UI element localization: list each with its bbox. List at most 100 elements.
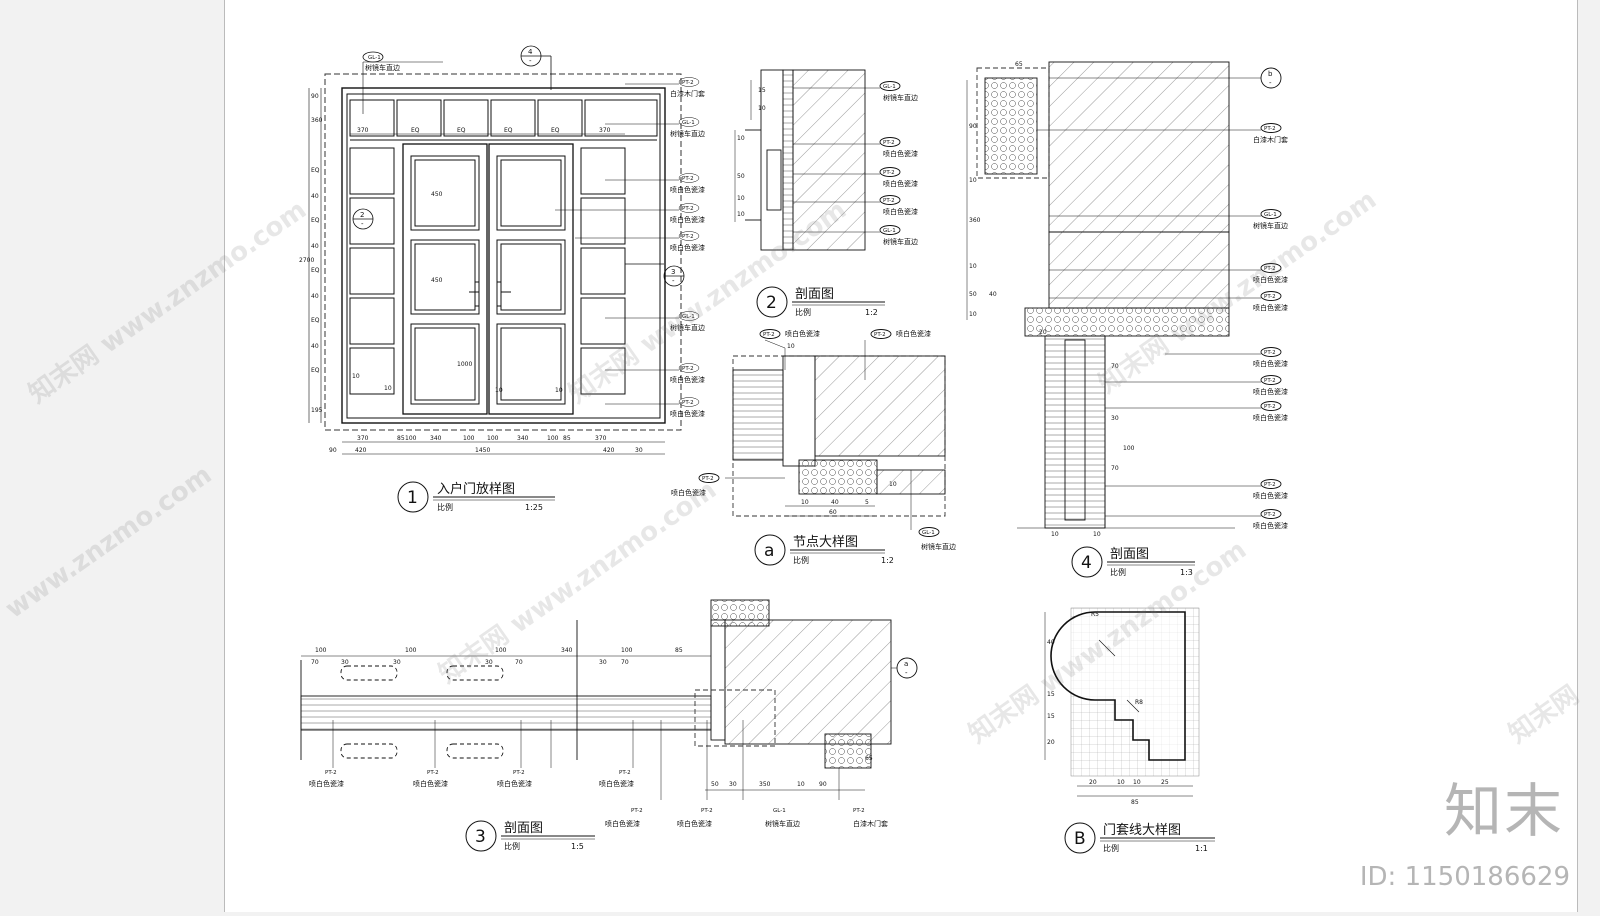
callout-dash: - [529,57,532,65]
door-elevation [308,73,682,455]
material-label: 树镜车直边 [765,819,800,828]
tag-gl1: GL-1 [1264,212,1277,218]
dim: 65 [865,755,873,762]
dim: 370 [599,127,611,134]
material-label: 喷白色瓷漆 [1253,303,1288,312]
dim: 100 [1123,445,1135,452]
casing-profile-text: 40 15 15 20 85 20 10 10 25 R5 R8 [1047,611,1169,806]
material-label: 喷白色瓷漆 [883,207,918,216]
dim: EQ [311,317,320,324]
drawing-title: 入户门放样图 [437,481,515,497]
dim: 10 [1117,779,1125,786]
callout-dash: - [1269,79,1272,87]
dim: 90 [329,447,337,454]
tag-pt2: PT-2 [883,170,895,176]
tag-pt2: PT-2 [1264,378,1276,384]
dim: R8 [1135,699,1143,706]
title-block-2: 2 剖面图 比例 1:2 [756,286,885,318]
title-block-4: 4 剖面图 比例 1:3 [1071,546,1195,578]
dim: 30 [393,659,401,666]
tag-pt2: PT-2 [1264,126,1276,132]
scale-value: 1:2 [865,308,878,317]
dim: 100 [487,435,499,442]
material-label: 喷白色瓷漆 [413,779,448,788]
scale-value: 1:1 [1195,844,1208,853]
tag-pt2: PT-2 [1264,404,1276,410]
material-label: 喷白色瓷漆 [670,243,705,252]
dim: 370 [357,127,369,134]
dim: 65 [1015,61,1023,68]
scale-label: 比例 [793,555,809,565]
dim: 10 [737,135,745,142]
dim: 70 [515,659,523,666]
dim: 40 [311,193,319,200]
dim: 20 [1047,739,1055,746]
cad-drawing: 370 EQ EQ EQ EQ 370 370 85 100 340 100 1… [299,45,1288,854]
dim: EQ [504,127,513,134]
tag-pt2: PT-2 [682,206,694,212]
tag-pt2: PT-2 [1264,482,1276,488]
tag-pt2: PT-2 [682,80,694,86]
dim: 360 [311,117,323,124]
material-label: 白漆木门套 [853,819,888,828]
callout-num: 4 [528,48,533,56]
dim: 10 [1093,531,1101,538]
title-block-3: 3 剖面图 比例 1:5 [465,820,595,852]
material-label: 树镜车直边 [365,63,400,72]
material-label: 喷白色瓷漆 [670,375,705,384]
dim: 25 [1161,779,1169,786]
dim: 20 [1089,779,1097,786]
drawing-sheet: 370 EQ EQ EQ EQ 370 370 85 100 340 100 1… [224,0,1578,912]
material-label: 树镜车直边 [921,542,956,551]
title-block-1: 1 入户门放样图 比例 1:25 [397,481,555,513]
door-callout-text: GL-1 树镜车直边 4 - 2 - 3 - [360,48,675,285]
dim: EQ [311,267,320,274]
door-leaders [555,77,700,407]
drawing-number: 4 [1081,553,1092,573]
drawing-number: 1 [407,488,418,508]
material-label: 喷白色瓷漆 [1253,359,1288,368]
material-label: 喷白色瓷漆 [883,179,918,188]
callout-dash: - [905,669,908,677]
dim: 450 [431,191,443,198]
dim: 40 [831,499,839,506]
dim: 10 [969,177,977,184]
dim: 70 [311,659,319,666]
tag-pt2: PT-2 [883,140,895,146]
dim: 40 [311,243,319,250]
callout-num: 2 [360,211,364,219]
dim: 450 [431,277,443,284]
tag-pt2: PT-2 [631,808,643,814]
dim: 50 [969,291,977,298]
dim: 40 [311,343,319,350]
section-3-text: a - 100 100 100 100 340 85 70 30 30 70 3… [309,647,908,828]
dim: 1450 [475,447,490,454]
dim: 70 [1111,465,1119,472]
dim: 1000 [457,361,472,368]
dim: 10 [969,311,977,318]
dim: R5 [1091,611,1099,618]
title-block-b: B 门套线大样图 比例 1:1 [1064,822,1215,854]
dim: 85 [675,647,683,654]
dim: 100 [405,435,417,442]
dim: 30 [485,659,493,666]
dim: 10 [495,387,503,394]
dim: 100 [547,435,559,442]
dim: 10 [787,343,795,350]
dim: 30 [635,447,643,454]
material-label: 喷白色瓷漆 [1253,275,1288,284]
dim: 350 [759,781,771,788]
dim: 10 [797,781,805,788]
dim: 360 [969,217,981,224]
scale-label: 比例 [1103,843,1119,853]
tag-pt2: PT-2 [883,198,895,204]
scale-label: 比例 [1110,567,1126,577]
callout-dash: - [361,220,364,228]
dim: 40 [1047,639,1055,646]
tag-pt2: PT-2 [513,770,525,776]
material-label: 喷白色瓷漆 [599,779,634,788]
dim: 100 [405,647,417,654]
dim: 370 [595,435,607,442]
tag-pt2: PT-2 [1264,350,1276,356]
material-label: 树镜车直边 [1253,221,1288,230]
